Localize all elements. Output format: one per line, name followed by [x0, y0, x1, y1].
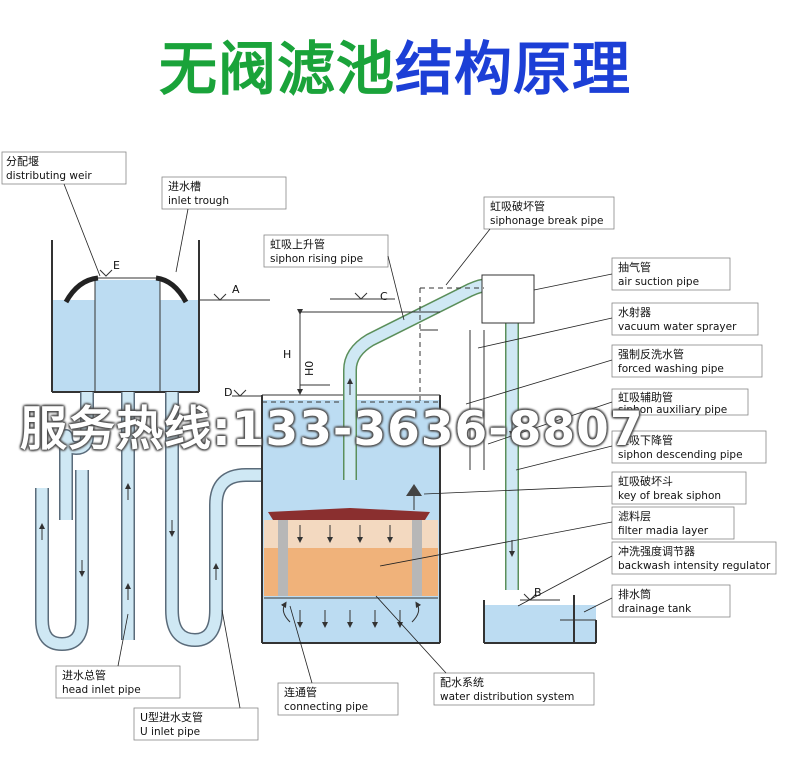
marker-e: E [113, 259, 120, 272]
svg-text:key of break siphon: key of break siphon [618, 490, 721, 502]
label-head-inlet-pipe: 进水总管 head inlet pipe [55, 613, 181, 699]
marker-b: B [534, 586, 542, 599]
svg-text:siphon descending pipe: siphon descending pipe [618, 449, 743, 461]
label-filter-media-layer: 滤料层 filter madia layer [379, 506, 735, 567]
svg-text:虹吸上升管: 虹吸上升管 [270, 237, 325, 251]
svg-text:滤料层: 滤料层 [618, 509, 651, 523]
label-siphon-descending-pipe: 虹吸下降管 siphon descending pipe [515, 430, 767, 471]
svg-text:冲洗强度调节器: 冲洗强度调节器 [618, 544, 695, 558]
marker-h0: H0 [303, 361, 316, 376]
svg-text:抽气管: 抽气管 [618, 260, 651, 274]
drainage-tank-shape [483, 593, 597, 644]
marker-a: A [232, 283, 240, 296]
label-siphonage-break-pipe: 虹吸破坏管 siphonage break pipe [445, 196, 615, 286]
svg-text:进水总管: 进水总管 [62, 668, 106, 682]
svg-text:siphonage break pipe: siphonage break pipe [490, 215, 603, 227]
hotline-watermark: 服务热线:133-3636-8807 [20, 402, 644, 457]
svg-text:U inlet pipe: U inlet pipe [140, 726, 200, 738]
svg-text:虹吸辅助管: 虹吸辅助管 [618, 390, 673, 404]
svg-text:水射器: 水射器 [618, 305, 651, 319]
page-title: 无阀滤池结构原理 [0, 22, 790, 106]
svg-text:vacuum water sprayer: vacuum water sprayer [618, 321, 737, 333]
label-vacuum-water-sprayer: 水射器 vacuum water sprayer [477, 302, 759, 349]
label-siphon-auxiliary-pipe: 虹吸辅助管 siphon auxiliary pipe [487, 388, 749, 445]
title-part-blue: 结构原理 [395, 35, 632, 103]
svg-text:siphon auxiliary pipe: siphon auxiliary pipe [618, 404, 727, 416]
title-part-green: 无阀滤池 [158, 35, 395, 103]
left-pipes [35, 392, 350, 651]
svg-text:虹吸破坏管: 虹吸破坏管 [490, 199, 545, 213]
label-siphon-rising-pipe: 虹吸上升管 siphon rising pipe [263, 234, 405, 321]
svg-text:connecting pipe: connecting pipe [284, 701, 368, 713]
marker-h: H [283, 348, 291, 361]
label-drainage-tank: 排水筒 drainage tank [583, 584, 731, 618]
label-key-of-break-siphon: 虹吸破坏斗 key of break siphon [423, 471, 747, 505]
svg-text:distributing weir: distributing weir [6, 170, 92, 182]
svg-text:进水槽: 进水槽 [168, 180, 201, 193]
siphon-pipes [297, 274, 535, 590]
label-backwash-intensity-regulator: 冲洗强度调节器 backwash intensity regulator [517, 541, 777, 607]
label-water-distribution-system: 配水系统 water distribution system [375, 595, 595, 706]
svg-text:forced washing pipe: forced washing pipe [618, 363, 724, 375]
svg-text:air suction pipe: air suction pipe [618, 276, 699, 288]
svg-text:head inlet pipe: head inlet pipe [62, 684, 141, 696]
label-air-suction-pipe: 抽气管 air suction pipe [533, 257, 731, 291]
label-connecting-pipe: 连通管 connecting pipe [277, 605, 399, 716]
svg-text:排水筒: 排水筒 [618, 587, 651, 601]
svg-text:drainage tank: drainage tank [618, 603, 692, 615]
label-distributing-weir: 分配堰 distributing weir [1, 151, 127, 277]
svg-text:water distribution system: water distribution system [440, 691, 574, 703]
label-u-inlet-pipe: U型进水支管 U inlet pipe [133, 609, 259, 741]
label-forced-washing-pipe: 强制反洗水管 forced washing pipe [465, 344, 763, 405]
svg-text:U型进水支管: U型进水支管 [140, 710, 203, 724]
label-inlet-trough: 进水槽 inlet trough [161, 176, 287, 273]
svg-text:分配堰: 分配堰 [6, 155, 39, 168]
svg-text:inlet trough: inlet trough [168, 195, 229, 207]
svg-text:filter madia layer: filter madia layer [618, 525, 709, 537]
inlet-tank [51, 240, 270, 393]
svg-text:配水系统: 配水系统 [440, 676, 484, 689]
svg-text:强制反洗水管: 强制反洗水管 [618, 347, 684, 361]
marker-c: C [380, 290, 388, 303]
svg-text:虹吸破坏斗: 虹吸破坏斗 [618, 474, 673, 488]
svg-text:虹吸下降管: 虹吸下降管 [618, 433, 673, 447]
svg-text:backwash intensity regulator: backwash intensity regulator [618, 560, 771, 572]
svg-text:siphon rising pipe: siphon rising pipe [270, 253, 363, 265]
marker-d: D [224, 386, 232, 399]
svg-text:连通管: 连通管 [284, 685, 317, 699]
